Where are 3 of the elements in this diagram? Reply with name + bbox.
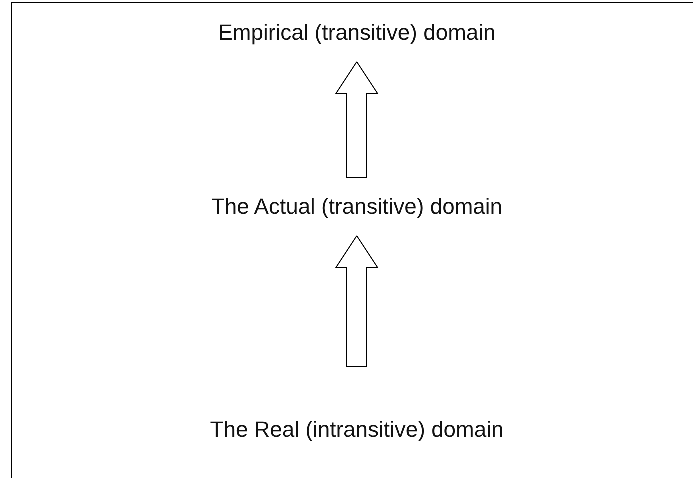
domain-label: Empirical (transitive) domain <box>218 4 496 62</box>
domain-label: The Real (intransitive) domain <box>210 367 504 459</box>
domain-label: The Actual (transitive) domain <box>211 178 503 236</box>
